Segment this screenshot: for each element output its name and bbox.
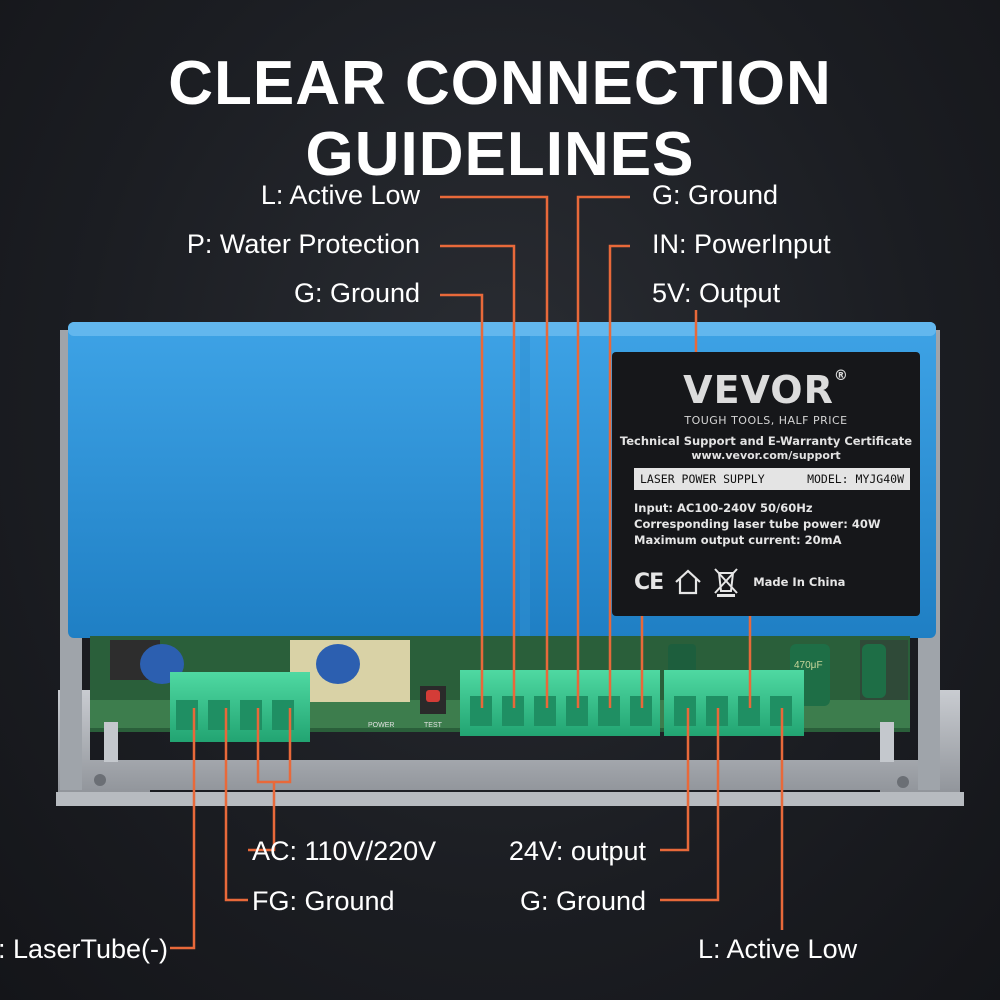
label-ground-top-left: G: Ground: [293, 278, 420, 308]
product-name: LASER POWER SUPPLY: [640, 472, 765, 486]
terminal-block-left: [170, 672, 310, 742]
screw-posts: [94, 722, 909, 788]
label-5v-output: 5V: Output: [652, 278, 781, 308]
label-ground-bottom-right: G: Ground: [519, 886, 646, 916]
support-title: Technical Support and E-Warranty Certifi…: [619, 434, 913, 448]
board-power-mark: POWER: [368, 722, 395, 729]
model-number: MODEL: MYJG40W: [807, 472, 904, 486]
capacitor-marking: 470μF: [794, 660, 823, 671]
spec-input: Input: AC100-240V 50/60Hz: [634, 501, 813, 515]
spec-max-current: Maximum output current: 20mA: [634, 533, 842, 547]
label-power-input: IN: PowerInput: [652, 229, 831, 259]
spec-list: Input: AC100-240V 50/60Hz Corresponding …: [634, 500, 914, 548]
page-title: CLEAR CONNECTION GUIDELINES: [168, 49, 832, 189]
board-test-mark: TEST: [424, 722, 442, 729]
spec-tube-power: Corresponding laser tube power: 40W: [634, 517, 881, 531]
ce-mark: CE: [634, 569, 664, 595]
label-active-low-bottom: L: Active Low: [698, 934, 858, 964]
label-fg-ground: FG: Ground: [252, 886, 395, 916]
brand-logo: VEVOR®: [683, 368, 849, 412]
test-button: [420, 686, 446, 714]
label-ground-top-right: G: Ground: [652, 180, 779, 210]
label-active-low-top: L: Active Low: [260, 180, 420, 210]
brand-tagline: TOUGH TOOLS, HALF PRICE: [684, 414, 848, 427]
house-icon: [675, 569, 701, 595]
product-label-sticker: VEVOR® TOUGH TOOLS, HALF PRICE Technical…: [612, 352, 920, 616]
made-in-label: Made In China: [753, 575, 846, 589]
label-laser-tube-negative: L-: LaserTube(-): [0, 934, 168, 964]
label-24v-output: 24V: output: [508, 836, 646, 866]
label-ac-input: AC: 110V/220V: [252, 836, 437, 866]
certification-marks: CE Made In China: [634, 565, 914, 599]
label-water-protection: P: Water Protection: [186, 229, 420, 259]
terminal-block-middle: [460, 670, 660, 736]
weee-bin-icon: [714, 568, 738, 597]
model-bar: LASER POWER SUPPLY MODEL: MYJG40W: [634, 468, 910, 490]
support-url: www.vevor.com/support: [691, 449, 841, 462]
